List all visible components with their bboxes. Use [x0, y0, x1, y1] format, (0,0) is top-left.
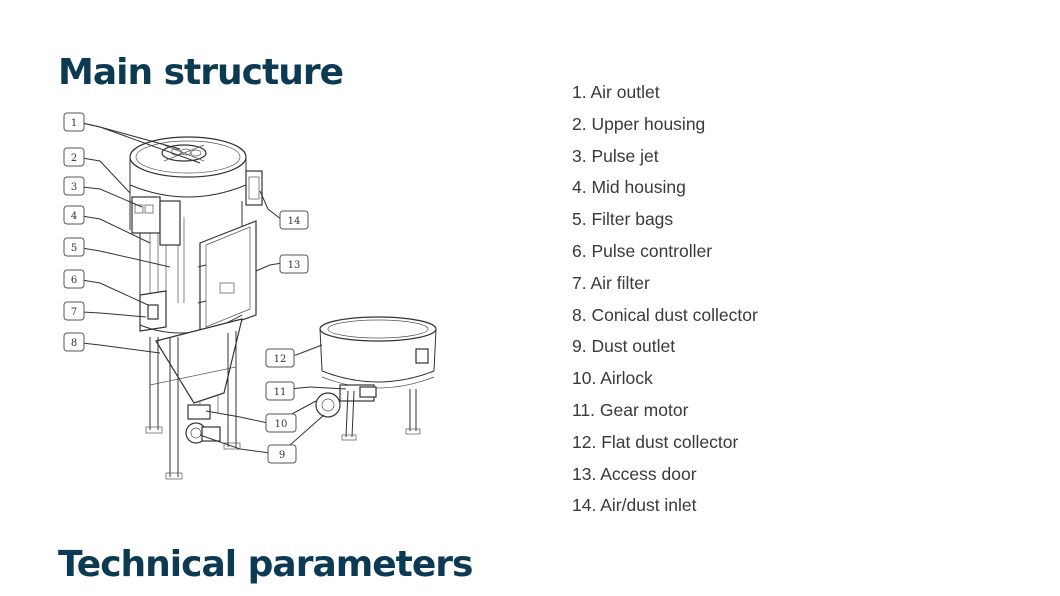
callout-11: 11	[265, 381, 295, 401]
main-structure-heading: Main structure	[58, 52, 344, 93]
parts-list-item: 10. Airlock	[572, 368, 653, 389]
callout-9: 9	[267, 444, 297, 464]
leader-lines	[81, 122, 347, 454]
callout-7-label: 7	[71, 307, 77, 318]
callout-11-label: 11	[274, 387, 287, 398]
technical-parameters-heading: Technical parameters	[58, 544, 473, 585]
callout-8: 8	[63, 332, 85, 352]
callout-13-label: 13	[288, 260, 301, 271]
callout-5: 5	[63, 237, 85, 257]
parts-list-item: 1. Air outlet	[572, 82, 660, 102]
callout-14: 14	[279, 210, 309, 230]
callout-7: 7	[63, 301, 85, 321]
callout-12-label: 12	[274, 354, 287, 365]
callout-10: 10	[265, 413, 297, 433]
parts-list-item: 14. Air/dust inlet	[572, 495, 697, 516]
parts-list-item: 11. Gear motor	[572, 399, 689, 420]
callout-1: 1	[63, 112, 85, 132]
callout-6: 6	[63, 269, 85, 289]
parts-list-item: 8. Conical dust collector	[572, 304, 758, 325]
callout-6-label: 6	[71, 275, 77, 286]
callout-3-label: 3	[71, 182, 77, 193]
parts-list-item: 6. Pulse controller	[572, 240, 713, 261]
callout-12: 12	[265, 348, 295, 368]
parts-list: 1. Air outlet 2. Upper housing 3. Pulse …	[572, 81, 758, 526]
parts-list-item: 4. Mid housing	[572, 177, 686, 198]
callout-9-label: 9	[279, 450, 285, 461]
callout-4-label: 4	[71, 211, 77, 222]
parts-list-item: 13. Access door	[572, 463, 697, 484]
callout-14-label: 14	[288, 216, 301, 227]
parts-list-item: 2. Upper housing	[572, 113, 706, 134]
parts-list-item: 12. Flat dust collector	[572, 431, 739, 452]
callout-8-label: 8	[71, 338, 77, 349]
parts-list-item: 9. Dust outlet	[572, 336, 676, 357]
callout-13: 13	[279, 254, 309, 274]
parts-list-item: 7. Air filter	[572, 272, 650, 293]
callout-5-label: 5	[71, 243, 77, 254]
parts-list-item: 3. Pulse jet	[572, 145, 659, 166]
callout-1-label: 1	[71, 118, 77, 129]
callout-3: 3	[63, 176, 85, 196]
dust-collector-diagram: 1 2 3 4 5 6 7 8 9 10 11 12	[63, 112, 437, 480]
dust-collector-drawing	[129, 136, 437, 480]
callout-10-label: 10	[275, 419, 288, 430]
callout-4: 4	[63, 205, 85, 225]
parts-list-item: 5. Filter bags	[572, 209, 674, 230]
callout-2: 2	[63, 147, 85, 167]
callout-2-label: 2	[71, 153, 77, 164]
